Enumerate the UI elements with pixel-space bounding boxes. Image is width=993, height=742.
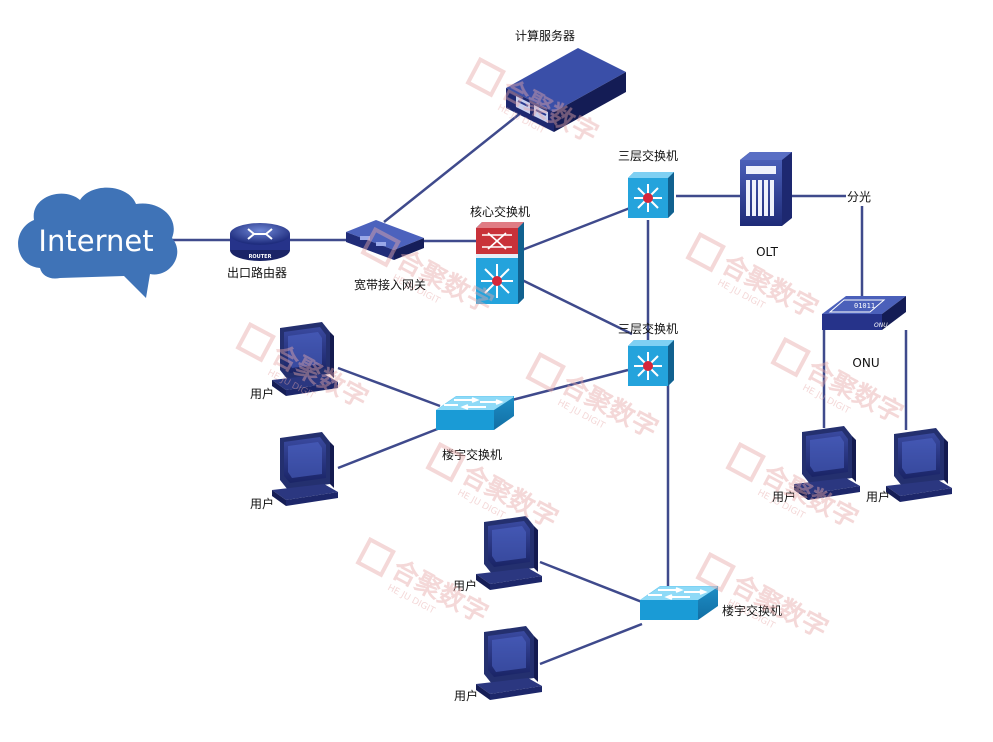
olt-icon [740,152,792,226]
onu-bits: 01011 [854,302,875,310]
building-switch-1[interactable] [435,395,515,431]
link-building-1-user-2 [337,426,441,470]
watermark-logo-icon [355,536,396,578]
building-switch-2[interactable] [639,585,719,621]
watermark-logo-icon [425,441,466,483]
link-l3-2-building-1 [511,368,629,402]
l3-switch-icon [627,171,675,219]
user-3-label: 用户 [453,578,477,593]
user-4[interactable] [476,626,542,700]
building-switch-icon [639,585,719,621]
link-core-l3-2 [521,278,633,336]
watermark-logo-icon [525,351,566,393]
gateway[interactable] [346,220,424,260]
watermark: 合聚数字 HE JU DIGIT [770,336,908,430]
onu-icon: 01011 ONU [822,296,906,330]
user-4-label: 用户 [454,688,478,703]
watermark-logo-icon [725,441,766,483]
watermark-logo-icon [695,551,736,593]
link-gateway-server [383,111,523,223]
watermark-logo-icon [685,231,726,273]
building-switch-1-label: 楼宇交换机 [442,447,502,462]
watermark-logo-icon [770,336,811,378]
l3-switch-icon [627,339,675,387]
internet-label: Internet [38,224,153,258]
link-building-2-user-4 [539,622,643,666]
server-icon [506,48,626,132]
pc-icon [886,428,952,502]
pc-icon [476,516,542,590]
link-building-1-user-1 [337,366,441,408]
user-1-label: 用户 [250,386,274,401]
l3-switch-2-label: 三层交换机 [618,321,678,336]
watermark: 合聚数字 HE JU DIGIT [685,231,823,325]
l3-switch-1-label: 三层交换机 [618,148,678,163]
user-6-label: 用户 [866,489,890,504]
user-2[interactable] [272,432,338,506]
core-switch-label: 核心交换机 [470,204,530,219]
core-switch[interactable] [476,222,524,304]
server-label: 计算服务器 [515,28,575,43]
watermark-logo-icon [465,56,506,98]
router-icon [230,223,290,261]
gateway-icon [346,220,424,260]
router-label: 出口路由器 [227,265,287,280]
watermark-logo-icon [235,321,276,363]
splitter-label[interactable]: 分光 [847,190,871,204]
user-6[interactable] [886,428,952,502]
user-5-label: 用户 [772,489,796,504]
pc-icon [272,432,338,506]
building-switch-icon [435,395,515,431]
link-core-l3-1 [521,206,631,252]
router[interactable]: ROUTER [230,223,290,261]
onu-tag: ONU [874,322,888,329]
user-3[interactable] [476,516,542,590]
onu-label: ONU [852,356,879,370]
gateway-label: 宽带接入网关 [354,277,426,292]
user-2-label: 用户 [250,496,274,511]
olt-label: OLT [756,245,778,259]
internet-cloud[interactable]: Internet [18,187,178,298]
pc-icon [476,626,542,700]
olt[interactable] [740,152,792,226]
watermark-logo-icon [360,226,401,268]
core-switch-icon [476,222,524,304]
onu[interactable]: 01011 ONU [822,296,906,330]
links [172,111,908,666]
cloud-icon [18,187,178,298]
compute-server[interactable] [506,48,626,132]
l3-switch-1[interactable] [627,171,675,219]
building-switch-2-label: 楼宇交换机 [722,603,782,618]
l3-switch-2[interactable] [627,339,675,387]
link-building-2-user-3 [539,560,643,604]
router-tag: ROUTER [249,254,272,260]
